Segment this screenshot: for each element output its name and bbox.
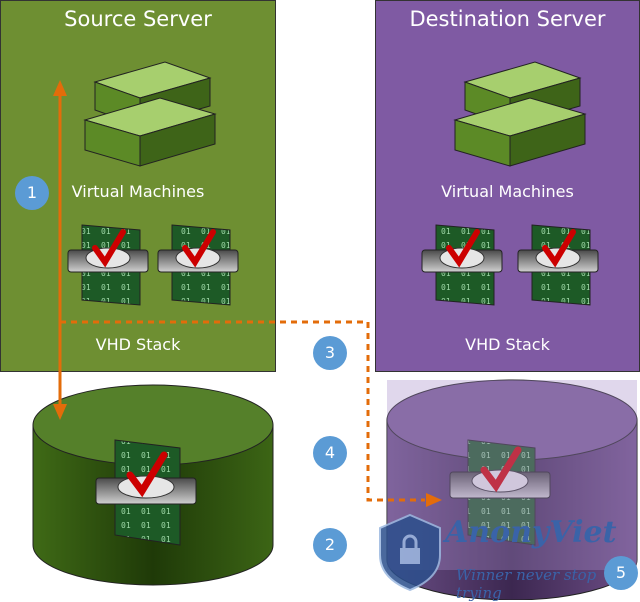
source-storage-cylinder [32,384,274,586]
step-2-badge: 2 [313,528,347,562]
source-vhd-label: VHD Stack [95,335,181,354]
watermark-brand: AnonyViet [445,515,617,550]
watermark-shield-icon [379,513,441,592]
destination-vhd-disk-2 [517,224,599,306]
destination-vhd-label: VHD Stack [465,335,550,354]
destination-server-panel: Destination Server Virtual Machines VHD … [375,0,640,372]
destination-vm-label: Virtual Machines [441,182,574,201]
source-vm-label: Virtual Machines [71,182,205,201]
source-vhd-disk-1 [67,224,149,306]
source-server-title: Source Server [64,7,212,31]
source-server-icon [83,61,217,167]
step-5-badge: 5 [604,556,638,590]
source-sync-arrow [53,80,67,420]
destination-vhd-disk-1 [421,224,503,306]
step-1-badge: 1 [15,176,49,210]
migration-dashed-arrow [60,320,442,507]
step-4-badge: 4 [313,436,347,470]
watermark-tagline: Winner never stop trying [456,566,597,602]
source-vhd-disk-2 [157,224,239,306]
step-3-badge: 3 [313,336,347,370]
destination-server-title: Destination Server [409,7,606,31]
destination-storage-cylinder [386,379,638,600]
destination-server-icon [453,61,587,167]
